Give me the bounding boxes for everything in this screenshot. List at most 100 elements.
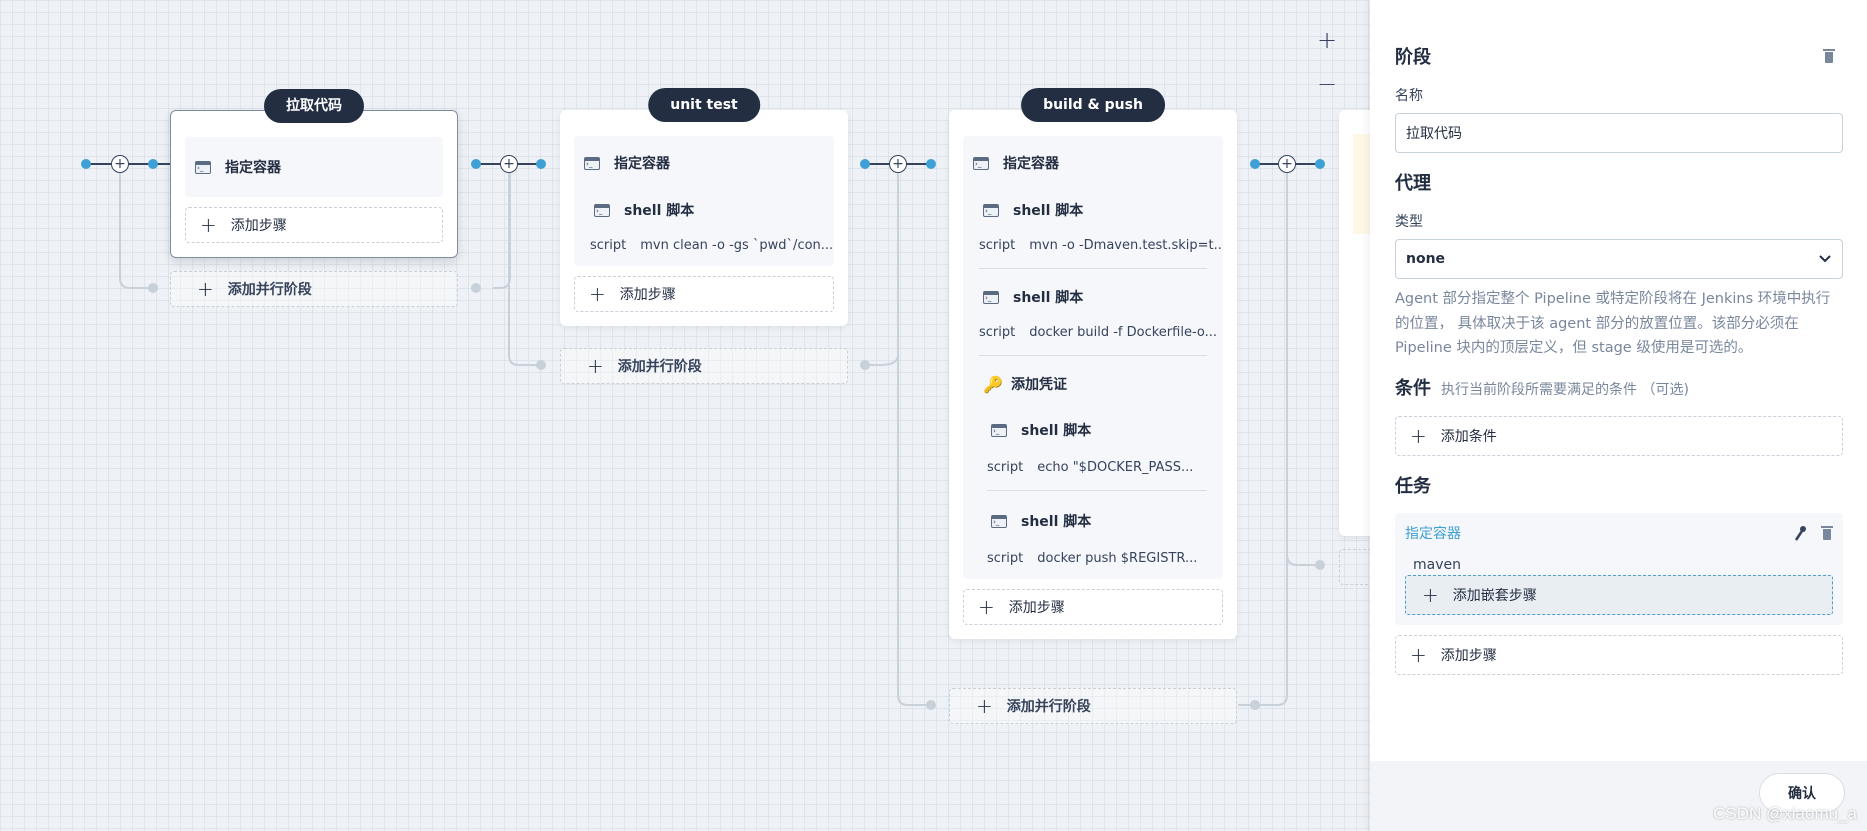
- divider: [979, 355, 1207, 356]
- terminal-icon: [991, 423, 1007, 437]
- add-step-label: 添加步骤: [1008, 600, 1065, 616]
- add-step-button[interactable]: + 添加步骤: [963, 589, 1223, 625]
- container-label: 指定容器: [614, 156, 670, 172]
- add-parallel-label: 添加并行阶段: [1006, 699, 1091, 715]
- stage-title: unit test: [648, 88, 760, 122]
- terminal-icon: [983, 290, 999, 304]
- add-stage-node-4[interactable]: +: [1278, 155, 1296, 173]
- zoom-out-button[interactable]: −: [1316, 70, 1338, 98]
- plus-icon: +: [1410, 423, 1427, 448]
- add-step-label: 添加步骤: [1440, 647, 1497, 664]
- terminal-icon: [991, 514, 1007, 528]
- add-parallel-stage-button-2[interactable]: + 添加并行阶段: [560, 348, 848, 384]
- plus-icon: +: [976, 694, 993, 718]
- stage-header-warning: [1353, 134, 1370, 234]
- stage-settings-panel: 阶段 名称 拉取代码 代理 类型 none Agent 部分指定整个 Pipel…: [1370, 0, 1867, 831]
- condition-heading: 条件: [1395, 377, 1431, 399]
- terminal-icon: [983, 203, 999, 217]
- add-nested-step-button[interactable]: + 添加嵌套步骤: [1405, 574, 1833, 615]
- terminal-icon: [584, 156, 600, 170]
- name-label: 名称: [1395, 88, 1423, 104]
- stage-name-input[interactable]: 拉取代码: [1395, 113, 1843, 153]
- shell-step[interactable]: shell 脚本: [963, 275, 1223, 319]
- plus-icon: +: [1410, 642, 1427, 667]
- add-parallel-stage-button-1[interactable]: + 添加并行阶段: [170, 271, 458, 307]
- credential-label: 添加凭证: [1011, 377, 1067, 393]
- credential-step[interactable]: 🔑 添加凭证: [963, 362, 1223, 406]
- container-step[interactable]: 指定容器: [185, 137, 443, 197]
- add-parallel-label: 添加并行阶段: [617, 359, 702, 375]
- plus-icon: +: [200, 213, 217, 237]
- add-parallel-stage-button-4[interactable]: [1339, 549, 1370, 585]
- add-step-button[interactable]: + 添加步骤: [574, 276, 834, 312]
- add-step-button[interactable]: + 添加步骤: [185, 207, 443, 243]
- add-condition-button[interactable]: + 添加条件: [1395, 415, 1843, 456]
- container-step[interactable]: 指定容器: [963, 138, 1223, 188]
- add-nested-label: 添加嵌套步骤: [1452, 587, 1537, 604]
- terminal-icon: [973, 156, 989, 170]
- add-step-button[interactable]: + 添加步骤: [1395, 634, 1843, 675]
- plus-icon: +: [1422, 582, 1439, 607]
- key-icon: 🔑: [983, 374, 1003, 394]
- shell-step[interactable]: shell 脚本: [963, 497, 1223, 545]
- add-stage-node-2[interactable]: +: [500, 155, 518, 173]
- container-label: 指定容器: [225, 160, 281, 176]
- add-stage-node-3[interactable]: +: [889, 155, 907, 173]
- condition-hint: 执行当前阶段所需要满足的条件 （可选): [1441, 381, 1689, 398]
- agent-description: Agent 部分指定整个 Pipeline 或特定阶段将在 Jenkins 环境…: [1395, 291, 1831, 356]
- agent-heading: 代理: [1395, 173, 1431, 194]
- panel-footer: 确认: [1370, 761, 1867, 831]
- terminal-icon: [594, 203, 610, 217]
- add-step-label: 添加步骤: [230, 218, 287, 234]
- zoom-in-button[interactable]: +: [1316, 26, 1338, 54]
- stage-card-1[interactable]: 拉取代码 指定容器 + 添加步骤: [170, 89, 458, 258]
- add-parallel-label: 添加并行阶段: [227, 282, 312, 298]
- shell-label: shell 脚本: [1021, 423, 1092, 439]
- confirm-button[interactable]: 确认: [1759, 773, 1845, 813]
- container-step[interactable]: 指定容器: [574, 138, 834, 188]
- container-label: 指定容器: [1003, 156, 1059, 172]
- add-parallel-stage-button-3[interactable]: + 添加并行阶段: [949, 688, 1237, 724]
- stage-title: 拉取代码: [264, 89, 364, 123]
- stage-title: build & push: [1021, 88, 1165, 122]
- agent-type-select[interactable]: none: [1395, 239, 1843, 279]
- shell-label: shell 脚本: [624, 203, 695, 219]
- add-stage-node-1[interactable]: +: [111, 155, 129, 173]
- chevron-down-icon: [1819, 255, 1831, 263]
- pipeline-canvas[interactable]: + + + + + − 拉取代码 指定容器 + 添加步骤 + 添加并行阶段 un…: [0, 0, 1370, 831]
- shell-label: shell 脚本: [1013, 290, 1084, 306]
- divider: [979, 268, 1207, 269]
- stage-card-4[interactable]: [1339, 110, 1370, 536]
- task-heading: 任务: [1395, 475, 1431, 497]
- task-title[interactable]: 指定容器: [1405, 525, 1461, 542]
- stage-heading: 阶段: [1395, 47, 1431, 68]
- shell-step[interactable]: shell 脚本: [574, 188, 834, 232]
- type-label: 类型: [1395, 214, 1423, 230]
- shell-label: shell 脚本: [1013, 203, 1084, 219]
- add-step-label: 添加步骤: [619, 287, 676, 303]
- plus-icon: +: [589, 282, 606, 306]
- divider: [987, 490, 1207, 491]
- task-item[interactable]: 指定容器 maven + 添加嵌套步骤: [1395, 512, 1843, 625]
- trash-icon[interactable]: [1821, 525, 1833, 540]
- plus-icon: +: [978, 595, 995, 619]
- trash-icon[interactable]: [1823, 49, 1835, 63]
- shell-label: shell 脚本: [1021, 514, 1092, 530]
- watermark: CSDN @xiaomu_a: [1713, 804, 1857, 823]
- shell-step[interactable]: shell 脚本: [963, 188, 1223, 232]
- shell-step[interactable]: shell 脚本: [963, 406, 1223, 454]
- terminal-icon: [195, 160, 211, 174]
- wrench-icon[interactable]: [1793, 525, 1807, 541]
- plus-icon: +: [197, 277, 214, 301]
- plus-icon: +: [587, 354, 604, 378]
- task-value: maven: [1413, 556, 1461, 573]
- add-condition-label: 添加条件: [1440, 428, 1497, 445]
- agent-type-value: none: [1406, 251, 1446, 267]
